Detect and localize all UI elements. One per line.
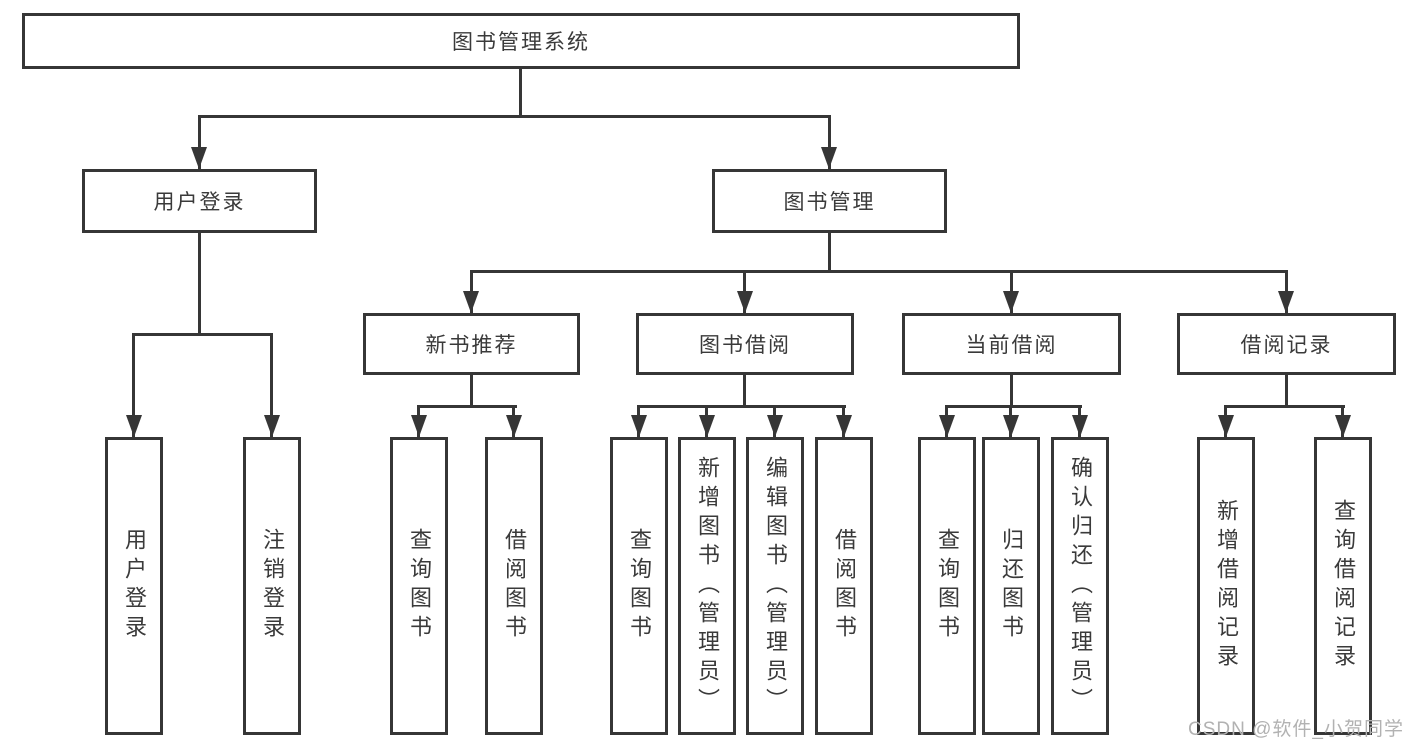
node-new-book-recommend: 新书推荐 bbox=[363, 313, 580, 375]
arrow-down-icon bbox=[1003, 291, 1019, 313]
leaf-borrow-book-newbook: 借阅图书 bbox=[485, 437, 543, 735]
leaf-user-login: 用户登录 bbox=[105, 437, 163, 735]
leaf-confirm-return-admin: 确认归还（管理员） bbox=[1051, 437, 1109, 735]
connector-line bbox=[828, 230, 831, 273]
node-user-login: 用户登录 bbox=[82, 169, 317, 233]
arrow-down-icon bbox=[463, 291, 479, 313]
connector-line bbox=[743, 372, 746, 408]
arrow-down-icon bbox=[1072, 415, 1088, 437]
connector-line bbox=[828, 115, 831, 169]
arrow-down-icon bbox=[631, 415, 647, 437]
arrow-down-icon bbox=[264, 415, 280, 437]
leaf-query-book-borrow: 查询图书 bbox=[610, 437, 668, 735]
connector-line bbox=[1010, 372, 1013, 408]
leaf-add-book-admin: 新增图书（管理员） bbox=[678, 437, 736, 735]
arrow-down-icon bbox=[767, 415, 783, 437]
connector-line bbox=[637, 405, 846, 408]
arrow-down-icon bbox=[1278, 291, 1294, 313]
connector-line bbox=[470, 270, 1288, 273]
leaf-query-book-newbook: 查询图书 bbox=[390, 437, 448, 735]
connector-line bbox=[417, 405, 517, 408]
connector-line bbox=[1224, 405, 1345, 408]
arrow-down-icon bbox=[836, 415, 852, 437]
node-current-borrow: 当前借阅 bbox=[902, 313, 1121, 375]
arrow-down-icon bbox=[821, 147, 837, 169]
arrow-down-icon bbox=[126, 415, 142, 437]
leaf-add-borrow-record: 新增借阅记录 bbox=[1197, 437, 1255, 735]
csdn-watermark: CSDN @软件_小贺同学 bbox=[1188, 719, 1404, 740]
connector-line bbox=[1285, 372, 1288, 408]
connector-line bbox=[270, 333, 273, 437]
arrow-down-icon bbox=[939, 415, 955, 437]
arrow-down-icon bbox=[1218, 415, 1234, 437]
node-borrow-records: 借阅记录 bbox=[1177, 313, 1396, 375]
connector-line bbox=[198, 115, 831, 118]
connector-line bbox=[132, 333, 135, 437]
node-book-borrow: 图书借阅 bbox=[636, 313, 854, 375]
leaf-edit-book-admin: 编辑图书（管理员） bbox=[746, 437, 804, 735]
arrow-down-icon bbox=[1335, 415, 1351, 437]
connector-line bbox=[519, 66, 522, 117]
connector-line bbox=[198, 115, 201, 169]
connector-line bbox=[945, 405, 1082, 408]
leaf-logout: 注销登录 bbox=[243, 437, 301, 735]
arrow-down-icon bbox=[699, 415, 715, 437]
leaf-borrow-book: 借阅图书 bbox=[815, 437, 873, 735]
arrow-down-icon bbox=[506, 415, 522, 437]
arrow-down-icon bbox=[411, 415, 427, 437]
connector-line bbox=[132, 333, 273, 336]
connector-line bbox=[470, 372, 473, 408]
connector-line bbox=[198, 230, 201, 336]
arrow-down-icon bbox=[1003, 415, 1019, 437]
leaf-query-borrow-record: 查询借阅记录 bbox=[1314, 437, 1372, 735]
node-root-system: 图书管理系统 bbox=[22, 13, 1020, 69]
leaf-query-book-current: 查询图书 bbox=[918, 437, 976, 735]
arrow-down-icon bbox=[191, 147, 207, 169]
leaf-return-book: 归还图书 bbox=[982, 437, 1040, 735]
node-book-management: 图书管理 bbox=[712, 169, 947, 233]
arrow-down-icon bbox=[737, 291, 753, 313]
